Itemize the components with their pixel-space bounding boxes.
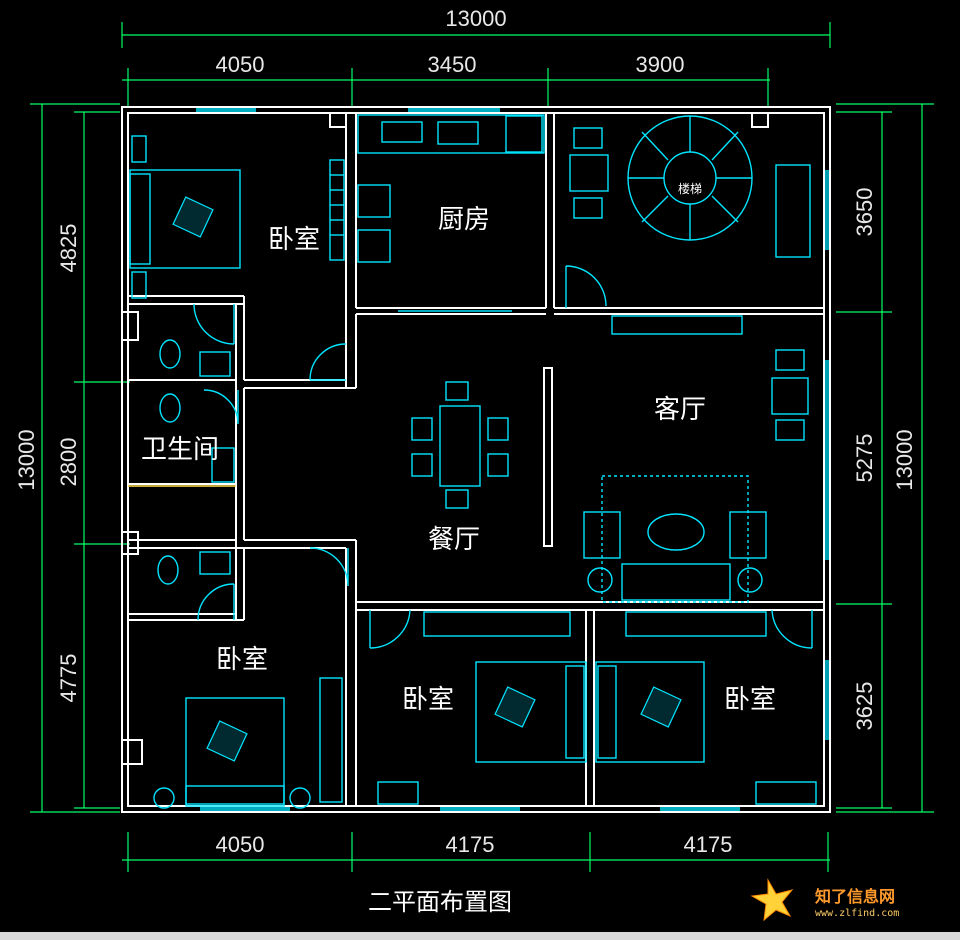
dim-right-3: 3625	[852, 682, 877, 731]
windows	[196, 108, 829, 811]
dimension-lines	[30, 22, 934, 872]
dim-right-1: 3650	[852, 188, 877, 237]
logo-url: www.zlfind.com	[815, 908, 899, 919]
room-label-kitchen: 厨房	[438, 205, 490, 235]
room-label-bedroom-s-mid: 卧室	[402, 685, 454, 715]
room-label-dining: 餐厅	[428, 525, 480, 555]
dim-top-3: 3900	[636, 52, 685, 77]
dim-left-total: 13000	[14, 429, 39, 490]
dim-top-total: 13000	[445, 6, 506, 31]
room-label-bathroom: 卫生间	[141, 435, 219, 465]
room-label-stairs: 楼梯	[678, 181, 702, 196]
drawing-title: 二平面布置图	[368, 888, 512, 916]
dim-bottom-1: 4050	[216, 832, 265, 857]
furniture	[129, 114, 817, 809]
room-label-bedroom-nw: 卧室	[268, 225, 320, 255]
room-label-bedroom-se: 卧室	[724, 685, 776, 715]
dim-left-3: 4775	[56, 654, 81, 703]
room-label-bedroom-sw: 卧室	[216, 645, 268, 675]
dim-right-2: 5275	[852, 434, 877, 483]
room-label-living: 客厅	[654, 395, 706, 425]
dim-bottom-3: 4175	[684, 832, 733, 857]
dim-top-1: 4050	[216, 52, 265, 77]
site-logo: 知了信息网 www.zlfind.com	[750, 878, 899, 922]
doors	[193, 265, 813, 649]
walls	[121, 106, 831, 813]
logo-text: 知了信息网	[815, 887, 895, 906]
dim-top-2: 3450	[428, 52, 477, 77]
dim-right-total: 13000	[892, 429, 917, 490]
logo-icon	[750, 878, 794, 922]
dim-left-1: 4825	[56, 224, 81, 273]
bottom-bar	[0, 932, 960, 940]
dim-bottom-2: 4175	[446, 832, 495, 857]
dim-left-2: 2800	[56, 438, 81, 487]
